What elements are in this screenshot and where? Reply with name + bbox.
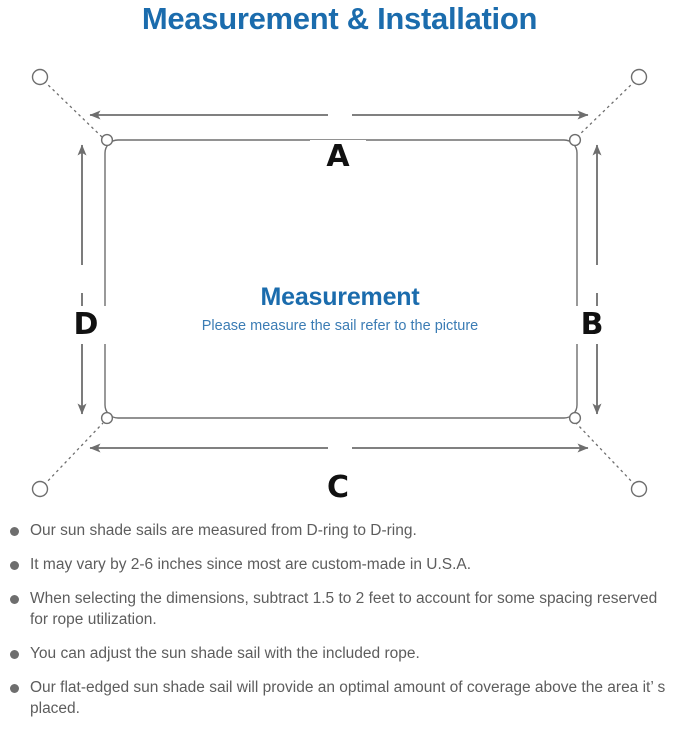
d-ring-top-right (568, 133, 582, 147)
d-ring-top-left (100, 133, 114, 147)
dimension-label-c: C (310, 471, 366, 505)
rope-top-left (43, 80, 104, 139)
d-ring-bottom-left (100, 411, 114, 425)
rope-bottom-right (575, 422, 636, 486)
sail-measurement-diagram: A B C D Measurement Please measure the s… (0, 44, 679, 514)
list-item: Our flat-edged sun shade sail will provi… (0, 677, 679, 719)
anchor-point-top-right (630, 68, 648, 86)
anchor-point-bottom-right (630, 480, 648, 498)
bullet-icon (10, 561, 19, 570)
note-text: When selecting the dimensions, subtract … (30, 590, 658, 628)
anchor-points (31, 68, 648, 498)
rope-top-right (575, 80, 636, 139)
rope-bottom-left (43, 422, 104, 486)
anchor-point-top-left (31, 68, 49, 86)
bullet-icon (10, 527, 19, 536)
measurement-label: Measurement (260, 283, 420, 311)
d-ring-bottom-right (568, 411, 582, 425)
page-title: Measurement & Installation (141, 1, 538, 36)
bullet-icon (10, 684, 19, 693)
note-text: Our sun shade sails are measured from D-… (30, 522, 417, 539)
note-text: Our flat-edged sun shade sail will provi… (30, 679, 666, 717)
sail-center-caption: Measurement Please measure the sail refe… (130, 282, 550, 336)
list-item: You can adjust the sun shade sail with t… (0, 643, 679, 664)
list-item: When selecting the dimensions, subtract … (0, 588, 679, 630)
anchor-point-bottom-left (31, 480, 49, 498)
note-text: You can adjust the sun shade sail with t… (30, 645, 420, 662)
bullet-icon (10, 650, 19, 659)
list-item: Our sun shade sails are measured from D-… (0, 520, 679, 541)
rope-lines (43, 80, 636, 486)
sail-shape (104, 139, 578, 419)
dimension-label-d: D (64, 306, 108, 344)
dimension-label-b: B (570, 306, 614, 344)
notes-list: Our sun shade sails are measured from D-… (0, 520, 679, 732)
list-item: It may vary by 2-6 inches since most are… (0, 554, 679, 575)
bullet-icon (10, 595, 19, 604)
note-text: It may vary by 2-6 inches since most are… (30, 556, 472, 573)
measurement-sublabel: Please measure the sail refer to the pic… (201, 318, 479, 334)
d-rings (100, 133, 582, 425)
dimension-label-a: A (310, 140, 366, 174)
